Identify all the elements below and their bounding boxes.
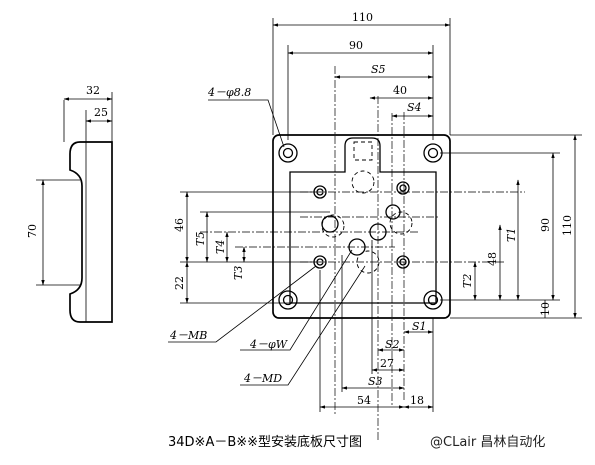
leaders xyxy=(168,99,366,386)
dim-70: 70 xyxy=(26,224,39,238)
bottom-dims xyxy=(319,240,434,412)
plate-outline xyxy=(272,134,451,319)
dim-54: 54 xyxy=(357,394,371,407)
label-w: 4－φW xyxy=(249,338,289,351)
dim-48: 48 xyxy=(486,252,499,266)
right-dims xyxy=(440,134,582,319)
dim-t2: T2 xyxy=(461,274,474,288)
left-dims xyxy=(180,191,330,304)
side-view xyxy=(36,92,113,323)
dim-t1: T1 xyxy=(505,228,518,242)
mb-holes xyxy=(313,181,410,269)
mounting-holes xyxy=(278,143,443,310)
dim-s3: S3 xyxy=(368,375,383,388)
dim-90-top: 90 xyxy=(349,39,363,52)
dim-s4: S4 xyxy=(407,101,422,114)
figure-caption: 34D※A－B※※型安装底板尺寸图 xyxy=(168,434,362,450)
dim-40: 40 xyxy=(393,84,407,97)
dim-10: 10 xyxy=(539,302,552,316)
dim-18: 18 xyxy=(410,394,424,407)
dim-90-right: 90 xyxy=(539,218,552,232)
dim-t5: T5 xyxy=(194,232,207,246)
label-mb: 4－MB xyxy=(169,329,207,342)
dim-46: 46 xyxy=(173,218,186,232)
dim-25: 25 xyxy=(94,106,108,119)
dim-22: 22 xyxy=(173,276,186,290)
dim-t4: T4 xyxy=(214,240,227,254)
dim-110-right: 110 xyxy=(561,215,574,236)
dim-s1: S1 xyxy=(412,320,427,333)
label-holes: 4－φ8.8 xyxy=(207,86,251,99)
dim-110-top: 110 xyxy=(352,11,373,24)
watermark: @CLair 昌林自动化 xyxy=(430,435,545,450)
dim-27: 27 xyxy=(380,357,394,370)
label-md: 4－MD xyxy=(243,372,282,385)
dim-t3: T3 xyxy=(232,266,245,280)
top-dims xyxy=(272,18,451,140)
dim-s5: S5 xyxy=(371,63,386,76)
dim-s2: S2 xyxy=(385,338,400,351)
dim-32: 32 xyxy=(86,84,100,97)
center-lines xyxy=(200,66,525,440)
